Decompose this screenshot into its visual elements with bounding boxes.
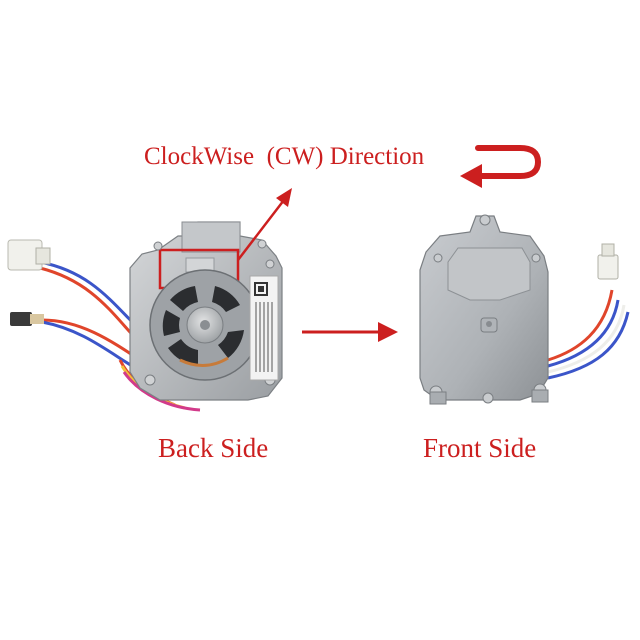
clockwise-arrow-head	[460, 164, 482, 188]
horizontal-arrow-head	[378, 322, 398, 342]
front-motor-bracket-right	[531, 389, 549, 403]
annotation-arrows	[237, 145, 542, 342]
back-motor-top-tab	[181, 221, 241, 253]
front-side-label: Front Side	[423, 433, 537, 463]
front-motor-plate	[447, 247, 531, 301]
back-side-label: Back Side	[158, 433, 269, 463]
direction-title: ClockWise (CW) Direction	[144, 143, 425, 170]
back-motor-windows	[162, 286, 244, 366]
front-side-motor	[419, 214, 630, 405]
front-motor-wires	[547, 289, 630, 380]
back-motor-sticker	[249, 275, 279, 381]
back-motor-shaft	[200, 320, 210, 330]
front-motor-body	[419, 215, 549, 401]
diagonal-arrow-head	[276, 188, 292, 207]
back-side-motor	[7, 221, 283, 412]
front-motor-connector	[597, 243, 619, 280]
back-motor-connector	[7, 239, 51, 326]
front-motor-shaft-center	[486, 321, 492, 327]
diagonal-arrow-line	[237, 199, 285, 261]
clockwise-arrow-curve	[475, 145, 542, 179]
copper-coil	[179, 356, 229, 367]
front-motor-bracket-left	[429, 391, 447, 405]
